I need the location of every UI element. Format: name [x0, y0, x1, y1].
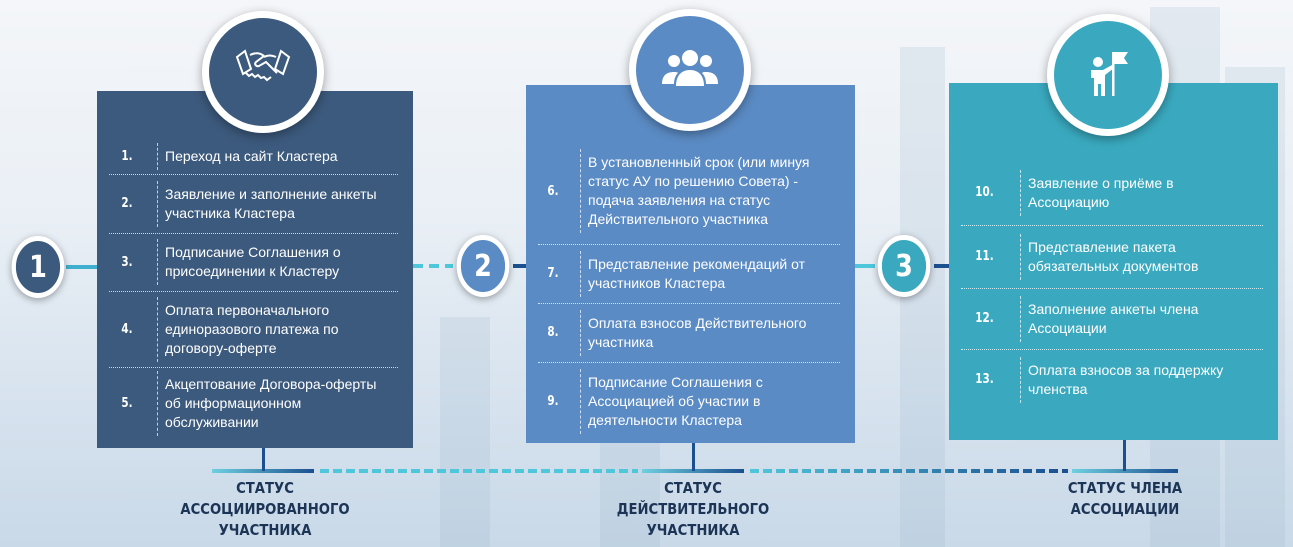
step-row: 7. Представление рекомендаций от участник…	[526, 244, 855, 303]
divider	[961, 288, 1263, 289]
stage-icon-badge	[629, 9, 751, 131]
step-row: 10. Заявление о приёме в Ассоциацию	[949, 160, 1278, 225]
step-row: 2. Заявление и заполнение анкеты участник…	[97, 174, 413, 233]
step-number: 7.	[547, 266, 559, 281]
step-text: Подписание Соглашения с Ассоциацией об у…	[580, 368, 835, 434]
connector-3b	[934, 264, 949, 268]
timeline-tick	[262, 448, 265, 471]
timeline-bar	[1072, 469, 1178, 473]
step-row: 11. Представление пакета обязательных док…	[949, 225, 1278, 288]
connector-3a	[855, 264, 875, 268]
step-row: 13. Оплата взносов за поддержку членства	[949, 349, 1278, 410]
divider	[538, 303, 840, 304]
status-label: СТАТУС ДЕЙСТВИТЕЛЬНОГО УЧАСТНИКА	[616, 479, 770, 539]
step-text: Оплата взносов Действительного участника	[580, 309, 835, 356]
step-number: 12.	[975, 311, 994, 326]
step-text: Представление пакета обязательных докуме…	[1020, 233, 1258, 280]
connector-1	[66, 265, 98, 269]
stage-icon-badge	[202, 11, 324, 133]
person-flag-icon	[1086, 48, 1130, 103]
stage-2-panel: 6. В установленный срок (или минуя статус…	[526, 85, 855, 443]
step-row: 12. Заполнение анкеты члена Ассоциации	[949, 288, 1278, 349]
divider	[538, 244, 840, 245]
timeline-dashes	[750, 469, 1068, 473]
step-text: Оплата взносов за поддержку членства	[1020, 356, 1258, 403]
step-text: Заявление и заполнение анкеты участника …	[157, 180, 393, 227]
connector-2a	[413, 264, 453, 268]
step-text: Подписание Соглашения о присоединении к …	[157, 239, 393, 285]
timeline-bar	[212, 469, 314, 473]
step-number: 13.	[975, 372, 994, 387]
step-row: 6. В установленный срок (или минуя статус…	[526, 138, 855, 244]
divider	[961, 349, 1263, 350]
step-text: Переход на сайт Кластера	[157, 142, 393, 170]
stage-number-badge: 1	[11, 236, 65, 298]
group-icon	[662, 48, 718, 93]
step-text: В установленный срок (или минуя статус А…	[580, 149, 835, 233]
step-number: 3.	[121, 254, 133, 270]
stage-number-badge: 3	[877, 235, 931, 297]
timeline-bar	[642, 469, 744, 473]
step-row: 1. Переход на сайт Кластера	[97, 138, 413, 174]
step-text: Заполнение анкеты члена Ассоциации	[1020, 295, 1258, 342]
step-text: Представление рекомендаций от участников…	[580, 250, 835, 297]
step-number: 11.	[975, 249, 994, 264]
step-text: Оплата первоначального единоразового пла…	[157, 296, 393, 362]
step-text: Заявление о приёме в Ассоциацию	[1020, 169, 1258, 216]
handshake-icon	[233, 45, 293, 100]
divider	[109, 291, 398, 292]
step-row: 9. Подписание Соглашения с Ассоциацией об…	[526, 362, 855, 440]
step-number: 8.	[547, 325, 559, 340]
divider	[961, 225, 1263, 226]
status-label: СТАТУС АССОЦИИРОВАННОГО УЧАСТНИКА	[180, 479, 350, 539]
timeline-tick	[692, 443, 695, 471]
step-number: 4.	[121, 321, 133, 337]
timeline-dashes	[320, 469, 638, 473]
divider	[109, 174, 398, 175]
step-number: 5.	[121, 396, 133, 411]
step-row: 3. Подписание Соглашения о присоединении …	[97, 233, 413, 291]
step-row: 8. Оплата взносов Действительного участни…	[526, 303, 855, 362]
stage-icon-badge	[1047, 14, 1169, 136]
step-row: 5. Акцептование Договора-оферты об информ…	[97, 367, 413, 440]
timeline-tick	[1123, 440, 1126, 471]
status-label: СТАТУС ЧЛЕНА АССОЦИАЦИИ	[1067, 479, 1183, 518]
step-number: 2.	[121, 196, 133, 211]
step-number: 6.	[547, 183, 559, 199]
divider	[538, 362, 840, 363]
step-text: Акцептование Договора-оферты об информац…	[157, 371, 393, 436]
stage-1-panel: 1. Переход на сайт Кластера 2. Заявление и …	[97, 91, 413, 448]
stage-3-panel: 10. Заявление о приёме в Ассоциацию 11. Пре…	[949, 83, 1278, 440]
divider	[109, 233, 398, 234]
step-row: 4. Оплата первоначального единоразового п…	[97, 291, 413, 367]
step-number: 10.	[975, 185, 994, 200]
connector-2b	[513, 264, 526, 268]
stage-number-badge: 2	[456, 235, 510, 297]
divider	[109, 367, 398, 368]
step-number: 1.	[121, 148, 133, 164]
step-number: 9.	[547, 393, 559, 409]
